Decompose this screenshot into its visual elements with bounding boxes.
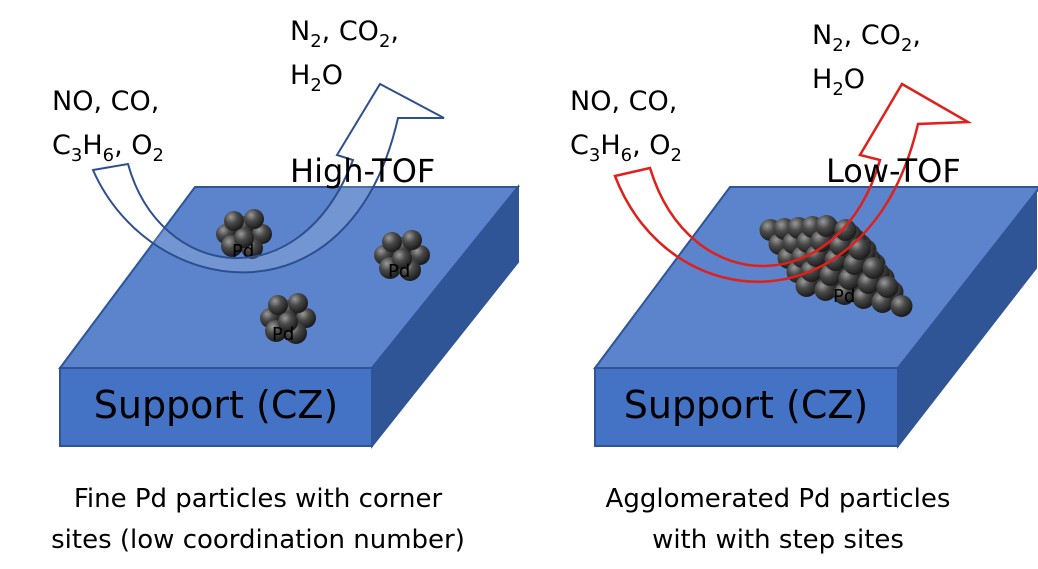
left-particle-1: Pd: [216, 209, 272, 262]
left-reactants-line1: NO, CO,: [52, 86, 159, 117]
left-support-front: [59, 367, 373, 447]
right-support-front: [594, 367, 899, 447]
left-products-line1: N2, CO2,: [290, 16, 399, 52]
right-support-label: Support (CZ): [624, 383, 869, 427]
pd-atom: [815, 215, 838, 237]
left-particle-2: Pd: [374, 230, 430, 282]
right-particle-label: Pd: [833, 286, 855, 307]
right-reactants-line2: C3H6, O2: [570, 130, 682, 166]
right-reactants-line1: NO, CO,: [570, 86, 677, 117]
left-reactants-line2: C3H6, O2: [52, 130, 164, 166]
right-products-line1: N2, CO2,: [812, 20, 921, 56]
right-products-line2: H2O: [812, 64, 865, 100]
left-reaction-arrow: [91, 82, 445, 274]
pd-atom: [876, 276, 899, 298]
left-particle-3: Pd: [260, 293, 316, 345]
left-tof-label: High-TOF: [290, 152, 435, 190]
right-panel: Support (CZ) Pd NO, CO, C3H6, O2 N2, CO2…: [570, 20, 1038, 449]
left-panel: Support (CZ) Pd Pd: [52, 16, 521, 449]
left-support-label: Support (CZ): [94, 383, 339, 427]
right-caption-line2: with with step sites: [652, 525, 904, 555]
left-products-line2: H2O: [290, 60, 343, 96]
pd-atom: [834, 219, 857, 241]
left-support-slab: Support (CZ): [58, 184, 521, 449]
right-particle-cluster: [759, 215, 913, 317]
left-caption-line2: sites (low coordination number): [51, 525, 465, 555]
right-caption-line1: Agglomerated Pd particles: [605, 484, 951, 514]
right-reaction-arrow: [613, 82, 973, 283]
left-particle-2-label: Pd: [388, 261, 410, 282]
left-particle-3-label: Pd: [272, 324, 294, 345]
pd-atom: [848, 238, 871, 260]
pd-atom: [862, 257, 885, 279]
left-caption: Fine Pd particles with corner sites (low…: [28, 479, 488, 561]
left-caption-line1: Fine Pd particles with corner: [73, 484, 443, 514]
pd-atom: [890, 295, 913, 317]
right-tof-label: Low-TOF: [826, 152, 961, 190]
right-caption: Agglomerated Pd particles with with step…: [548, 479, 1008, 561]
